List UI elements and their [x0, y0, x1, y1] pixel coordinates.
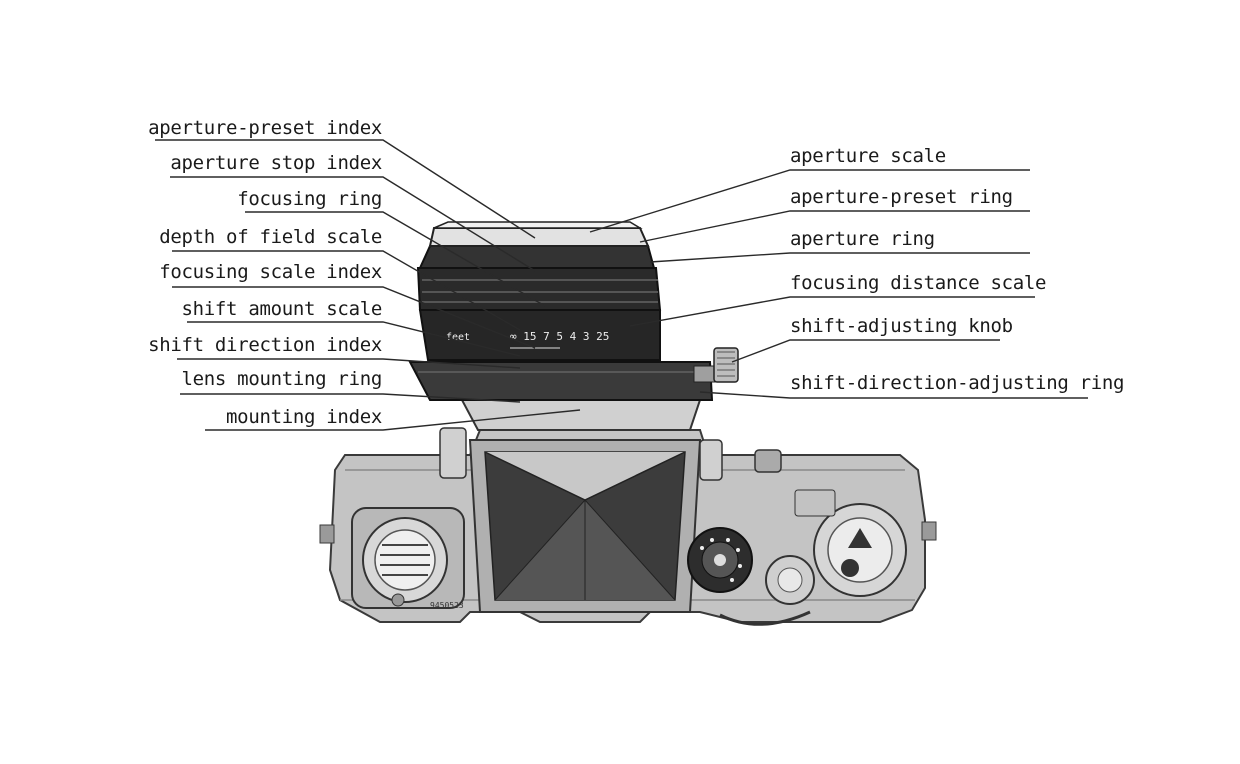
- label-shift-adjusting-knob: shift-adjusting knob: [790, 315, 1013, 337]
- label-focusing-ring: focusing ring: [237, 188, 382, 210]
- leader-depth-of-field-scale: [172, 250, 521, 331]
- label-mounting-index: mounting index: [226, 406, 382, 428]
- label-depth-of-field-scale: depth of field scale: [159, 226, 382, 248]
- leader-focusing-ring: [245, 211, 546, 307]
- body-serial-text: 9450523: [430, 601, 464, 610]
- leader-aperture-scale: [589, 169, 1030, 233]
- prism-housing: [468, 439, 702, 613]
- film-advance: [794, 489, 907, 597]
- lens-feet-text: feet: [446, 332, 470, 343]
- shutter-release: [719, 555, 815, 626]
- label-shift-amount-scale: shift amount scale: [181, 298, 382, 320]
- label-aperture-preset-index: aperture-preset index: [148, 117, 382, 139]
- leader-focusing-scale-index: [172, 286, 536, 349]
- accessory-posts: [439, 427, 782, 481]
- leader-focusing-distance-scale: [629, 296, 1035, 327]
- label-aperture-stop-index: aperture stop index: [170, 152, 382, 174]
- label-shift-direction-adjusting-ring: shift-direction-adjusting ring: [790, 372, 1125, 394]
- leader-lens-mounting-ring: [180, 393, 521, 403]
- label-shift-direction-index: shift direction index: [148, 334, 382, 356]
- lens-scale-text: ∞ 15 7 5 4 3 25: [510, 330, 609, 343]
- leader-shift-direction-index: [177, 358, 521, 369]
- rewind-knob: [351, 507, 465, 609]
- label-aperture-scale: aperture scale: [790, 145, 946, 167]
- label-aperture-preset-ring: aperture-preset ring: [790, 186, 1013, 208]
- leader-aperture-preset-ring: [639, 210, 1030, 243]
- label-focusing-scale-index: focusing scale index: [159, 261, 382, 283]
- leader-shift-adjusting-knob: [731, 339, 1000, 363]
- label-aperture-ring: aperture ring: [790, 228, 935, 250]
- pc-lens: feet ∞ 15 7 5 4 3 25: [408, 221, 739, 431]
- label-lens-mounting-ring: lens mounting ring: [181, 368, 382, 390]
- leader-shift-amount-scale: [187, 321, 521, 357]
- right-leader-lines: [589, 169, 1088, 399]
- label-focusing-distance-scale: focusing distance scale: [790, 272, 1047, 294]
- leader-aperture-preset-index: [155, 139, 536, 239]
- leader-aperture-stop-index: [170, 176, 541, 275]
- left-leader-lines: [155, 139, 581, 431]
- leader-mounting-index: [205, 409, 581, 431]
- leader-aperture-ring: [649, 252, 1030, 263]
- shutter-speed-dial: [687, 527, 753, 593]
- leader-shift-direction-adjusting-ring: [699, 391, 1088, 399]
